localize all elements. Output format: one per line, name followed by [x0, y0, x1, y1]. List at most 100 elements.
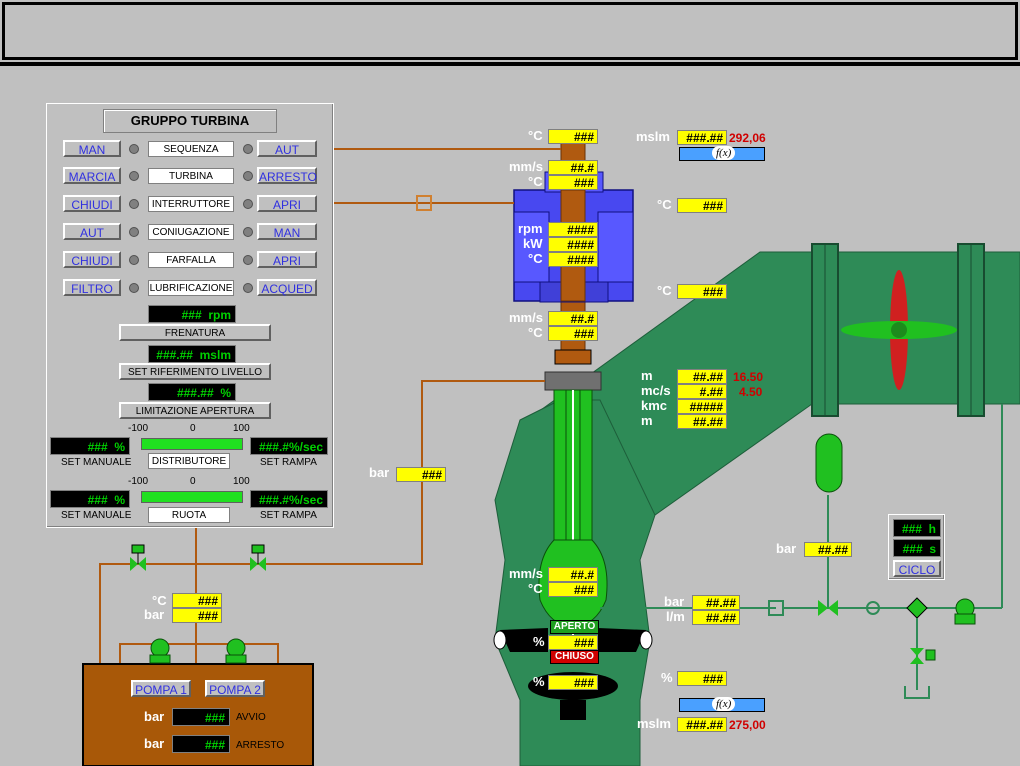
ruota-set-manuale-label: SET MANUALE — [61, 510, 132, 521]
temp3-unit: °C — [528, 325, 543, 340]
header-bar — [2, 2, 1018, 60]
status-led — [243, 255, 253, 265]
dist-rampa-display[interactable]: ###.#%/sec — [250, 437, 328, 455]
top-temp-unit: °C — [528, 128, 543, 143]
kmc-value: ##### — [677, 399, 727, 414]
flow-reading: 4.50 — [739, 385, 763, 399]
rpm-value: #### — [548, 222, 598, 237]
pump-1 — [149, 638, 171, 664]
bar-pipe-unit: bar — [369, 465, 390, 480]
level-bottom-unit: mslm — [637, 716, 671, 731]
ruota-scale-max: 100 — [233, 476, 250, 487]
pompa1-button[interactable]: POMPA 1 — [131, 680, 191, 697]
accumulator-tank — [815, 433, 843, 493]
ruota-set-rampa-label: SET RAMPA — [260, 510, 317, 521]
vib3-value: ##.# — [548, 567, 598, 582]
function-label: TURBINA — [148, 168, 234, 184]
drain-valve — [910, 648, 936, 664]
vib2-value: ##.# — [548, 311, 598, 326]
vib3-unit: mm/s — [509, 566, 543, 581]
level-bottom-value: ###.## — [677, 717, 727, 732]
rpm-unit: rpm — [518, 221, 543, 236]
left-control-button[interactable]: AUT — [63, 223, 121, 240]
kw-value: #### — [548, 237, 598, 252]
bar-line-value: ##.## — [692, 595, 740, 610]
right-control-button[interactable]: MAN — [257, 223, 317, 240]
avvio-unit: bar — [144, 709, 165, 724]
arresto-display[interactable]: ### — [172, 735, 230, 753]
vib1-unit: mm/s — [509, 159, 543, 174]
status-led — [129, 283, 139, 293]
bar-oil-value: ### — [172, 608, 222, 623]
dist-set-manuale-display[interactable]: ### % — [50, 437, 130, 455]
panel-title: GRUPPO TURBINA — [103, 109, 277, 133]
temp-r2-value: ### — [677, 284, 727, 299]
arresto-label: ARRESTO — [236, 740, 285, 751]
set-livello-button[interactable]: SET RIFERIMENTO LIVELLO — [119, 363, 271, 380]
fx-bottom-button[interactable]: f(x) — [679, 697, 765, 712]
limitazione-apertura-button[interactable]: LIMITAZIONE APERTURA — [119, 402, 271, 419]
bar-line-unit: bar — [664, 594, 685, 609]
kw-unit: kW — [523, 236, 543, 251]
avvio-display[interactable]: ### — [172, 708, 230, 726]
ruota-label: RUOTA — [148, 507, 230, 523]
right-control-button[interactable]: ACQUED — [257, 279, 317, 296]
function-label: INTERRUTTORE — [148, 196, 234, 212]
ruota-rampa-display[interactable]: ###.#%/sec — [250, 490, 328, 508]
flow-unit: mc/s — [641, 383, 671, 398]
temp3-value: ### — [548, 326, 598, 341]
vib1-value: ##.# — [548, 160, 598, 175]
function-label: CONIUGAZIONE — [148, 224, 234, 240]
level-top-reading: 292,06 — [729, 131, 766, 145]
status-led — [129, 171, 139, 181]
dist-scale-mid: 0 — [190, 423, 196, 434]
lm-unit: l/m — [666, 609, 685, 624]
pct-bottom-unit: % — [661, 670, 673, 685]
frenatura-display: ### rpm — [148, 305, 236, 323]
status-led — [129, 255, 139, 265]
pompa2-button[interactable]: POMPA 2 — [205, 680, 265, 697]
m2-value: ##.## — [677, 414, 727, 429]
ciclo-button[interactable]: CICLO — [893, 560, 941, 577]
temp4-value: ### — [548, 582, 598, 597]
frenatura-button[interactable]: FRENATURA — [119, 324, 271, 341]
status-led — [243, 199, 253, 209]
right-control-button[interactable]: APRI — [257, 195, 317, 212]
ruota-set-manuale-display[interactable]: ### % — [50, 490, 130, 508]
livello-display: ###.## mslm — [148, 345, 236, 363]
left-control-button[interactable]: MAN — [63, 140, 121, 157]
top-temp-value: ### — [548, 129, 598, 144]
function-label: FARFALLA — [148, 252, 234, 268]
left-control-button[interactable]: FILTRO — [63, 279, 121, 296]
left-control-button[interactable]: MARCIA — [63, 167, 121, 184]
m1-reading: 16.50 — [733, 370, 764, 384]
pct-mid-value: ### — [548, 635, 598, 650]
right-control-button[interactable]: ARRESTO — [257, 167, 317, 184]
kmc-unit: kmc — [641, 398, 668, 413]
status-led — [129, 199, 139, 209]
dist-set-manuale-label: SET MANUALE — [61, 457, 132, 468]
cycle-h-display: ### h — [893, 519, 941, 537]
status-led — [129, 144, 139, 154]
temp4-unit: °C — [528, 581, 543, 596]
dist-bar — [141, 438, 243, 450]
water-valve — [818, 600, 838, 616]
wicket-gate-right — [598, 628, 646, 652]
right-control-button[interactable]: APRI — [257, 251, 317, 268]
left-control-button[interactable]: CHIUDI — [63, 251, 121, 268]
distributore-label: DISTRIBUTORE — [148, 453, 230, 469]
fx-top-button[interactable]: f(x) — [679, 146, 765, 161]
level-bottom-reading: 275,00 — [729, 718, 766, 732]
temp2-value: #### — [548, 252, 598, 267]
water-pump — [954, 598, 976, 625]
oil-valve-2 — [250, 544, 266, 571]
avvio-label: AVVIO — [236, 712, 266, 723]
lm-value: ##.## — [692, 610, 740, 625]
apertura-display: ###.## % — [148, 383, 236, 401]
left-control-button[interactable]: CHIUDI — [63, 195, 121, 212]
temp-r2-unit: °C — [657, 283, 672, 298]
pct-low-unit: % — [533, 674, 545, 689]
ruota-scale-min: -100 — [128, 476, 149, 487]
right-control-button[interactable]: AUT — [257, 140, 317, 157]
dist-set-rampa-label: SET RAMPA — [260, 457, 317, 468]
